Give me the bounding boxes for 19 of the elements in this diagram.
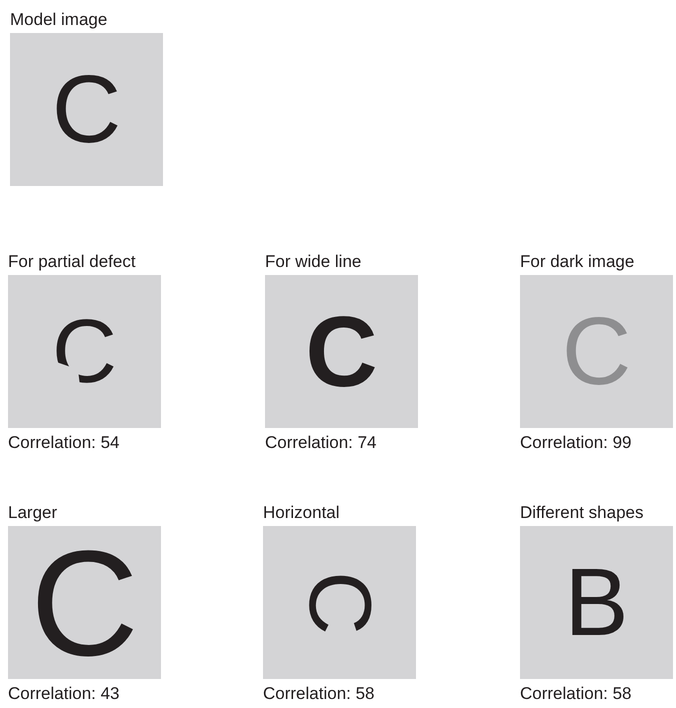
- image-caption: Model image: [10, 10, 108, 30]
- letter-glyph: C: [52, 62, 122, 158]
- correlation-score: Correlation: 99: [520, 433, 632, 453]
- letter-glyph: C: [30, 528, 139, 678]
- correlation-score: Correlation: 43: [8, 684, 120, 704]
- image-caption: For dark image: [520, 252, 634, 272]
- image-caption: Larger: [8, 503, 58, 523]
- correlation-score: Correlation: 58: [520, 684, 632, 704]
- image-caption: For partial defect: [8, 252, 136, 272]
- correlation-score: Correlation: 54: [8, 433, 120, 453]
- letter-glyph: C: [296, 570, 384, 634]
- image-caption: Horizontal: [263, 503, 340, 523]
- letter-glyph: B: [564, 554, 629, 650]
- correlation-score: Correlation: 74: [265, 433, 377, 453]
- letter-glyph: C: [305, 302, 378, 402]
- image-caption: Different shapes: [520, 503, 644, 523]
- correlation-score: Correlation: 58: [263, 684, 375, 704]
- letter-glyph: C: [562, 304, 632, 400]
- image-caption: For wide line: [265, 252, 362, 272]
